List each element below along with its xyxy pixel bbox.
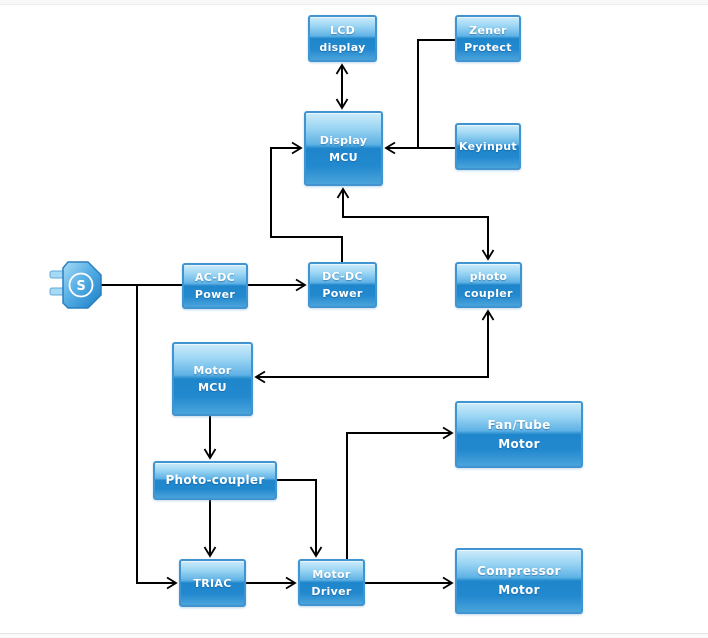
box-label: LCD	[329, 23, 356, 37]
box-label: photo	[469, 270, 508, 283]
box-label: Power	[194, 288, 236, 301]
page-bottom-strip	[0, 633, 708, 638]
box-label: Motor	[498, 436, 540, 451]
connector-zener-to-junction	[417, 39, 455, 148]
box-display-mcu: Display MCU	[304, 111, 383, 186]
connector-motordriver-to-fantube	[346, 426, 454, 559]
box-triac: TRIAC	[179, 559, 246, 607]
plug-symbol: S	[76, 279, 85, 294]
box-label: Motor	[193, 364, 232, 377]
box-label: Compressor	[477, 564, 561, 578]
box-label: MCU	[198, 381, 227, 394]
connector-mains-to-triac	[136, 285, 178, 590]
box-label: Display	[319, 133, 368, 147]
box-zener-protect: Zener Protect	[455, 15, 521, 62]
connector-motormcu-photocoupler-bidir	[254, 309, 495, 384]
power-plug-icon: S	[49, 261, 102, 309]
box-label: Power	[322, 287, 363, 300]
box-label: Motor	[498, 583, 540, 597]
box-label: AC-DC	[194, 271, 236, 284]
box-label: Zener	[469, 23, 507, 37]
box-label: Photo-coupler	[165, 473, 265, 487]
box-photo-coupler-2: Photo-coupler	[153, 461, 277, 500]
box-fan-tube-motor: Fan/Tube Motor	[455, 401, 583, 468]
box-label: MCU	[329, 150, 358, 164]
box-keyinput: Keyinput	[455, 123, 521, 170]
plug-body	[62, 261, 102, 309]
box-label: TRIAC	[193, 576, 232, 590]
box-dc-dc-power: DC-DC Power	[308, 262, 377, 308]
box-compressor-motor: Compressor Motor	[455, 548, 583, 614]
box-label: Motor	[312, 567, 351, 581]
box-label: Fan/Tube	[487, 417, 551, 432]
box-motor-mcu: Motor MCU	[172, 342, 253, 416]
box-photo-coupler: photo coupler	[455, 262, 522, 308]
box-label: Protect	[464, 40, 512, 54]
box-motor-driver: Motor Driver	[298, 559, 365, 606]
plug-circle	[68, 272, 94, 298]
box-label: DC-DC	[322, 270, 363, 283]
box-label: display	[319, 40, 366, 54]
box-lcd-display: LCD display	[308, 15, 377, 62]
box-label: Keyinput	[459, 140, 517, 153]
box-label: coupler	[464, 287, 513, 300]
connector-displaymcu-photocoupler-bidir	[336, 187, 495, 261]
box-label: Driver	[311, 584, 352, 598]
connector-photocoupler2-to-motordriver	[277, 479, 323, 558]
box-ac-dc-power: AC-DC Power	[182, 263, 248, 309]
page-top-strip	[0, 0, 708, 5]
